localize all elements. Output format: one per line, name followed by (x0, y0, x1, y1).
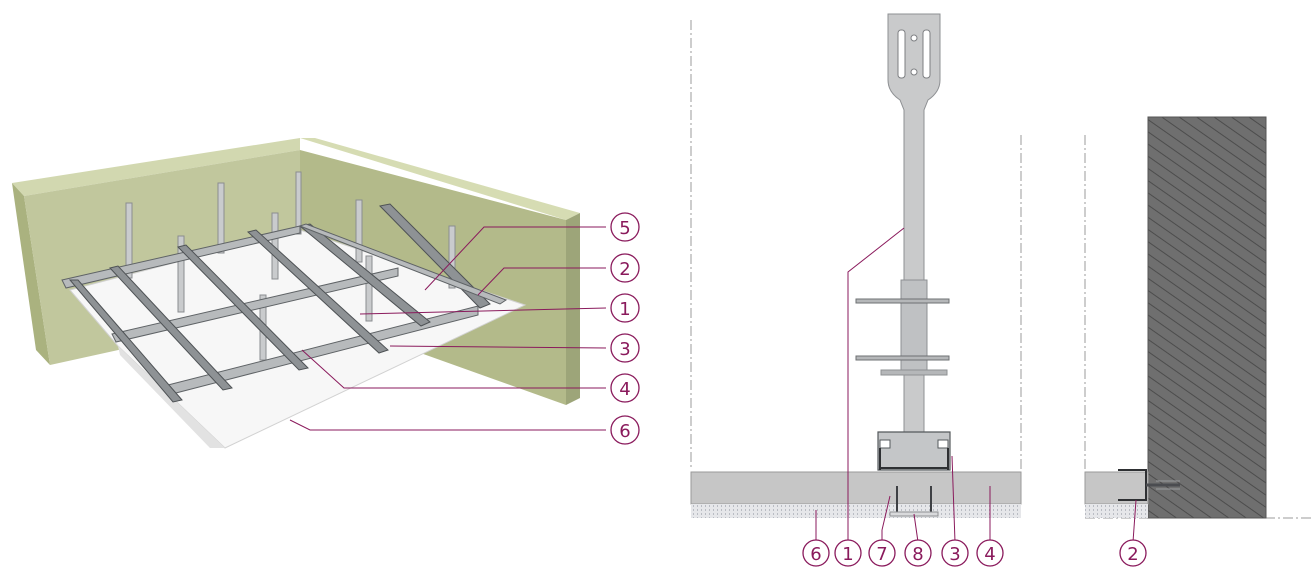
svg-text:2: 2 (1127, 544, 1138, 565)
section-callout-3: 3 (941, 539, 969, 567)
svg-text:3: 3 (949, 544, 960, 565)
iso-leaders (289, 226, 607, 431)
section-callout-1: 1 (834, 539, 862, 567)
svg-text:6: 6 (619, 421, 630, 442)
masonry-wall (1147, 116, 1267, 519)
svg-text:8: 8 (912, 544, 923, 565)
section-callout-7: 7 (868, 539, 896, 567)
svg-text:5: 5 (619, 218, 630, 239)
svg-text:3: 3 (619, 339, 630, 360)
section-board-upper (690, 471, 1022, 505)
svg-text:4: 4 (619, 379, 630, 400)
iso-callout-2: 2 (610, 253, 640, 283)
section-callout-6: 6 (802, 539, 830, 567)
iso-callout-4: 4 (610, 373, 640, 403)
iso-callout-5: 5 (610, 212, 640, 242)
section-board-lower (691, 504, 1021, 518)
section-leaders (815, 227, 991, 543)
svg-text:1: 1 (842, 544, 853, 565)
iso-callout-6: 6 (610, 415, 640, 445)
iso-perimeter-channel (298, 223, 508, 305)
iso-secondary-channels (68, 203, 491, 403)
iso-callout-1: 1 (610, 293, 640, 323)
wall-board-lower (1085, 504, 1148, 518)
section-callout-4: 4 (976, 539, 1004, 567)
svg-text:6: 6 (810, 544, 821, 565)
svg-text:2: 2 (619, 259, 630, 280)
svg-text:1: 1 (619, 299, 630, 320)
wall-detail: 2 (1084, 116, 1312, 567)
section-view: 6 1 7 8 3 4 (690, 13, 1022, 567)
iso-callout-3: 3 (610, 333, 640, 363)
wall-board-upper (1084, 471, 1149, 505)
section-callout-8: 8 (904, 539, 932, 567)
svg-text:4: 4 (984, 544, 995, 565)
svg-text:7: 7 (876, 544, 887, 565)
section-hanger (855, 13, 951, 471)
iso-view: 5 2 1 3 4 6 (12, 138, 640, 449)
wall-callout-2: 2 (1119, 539, 1147, 567)
